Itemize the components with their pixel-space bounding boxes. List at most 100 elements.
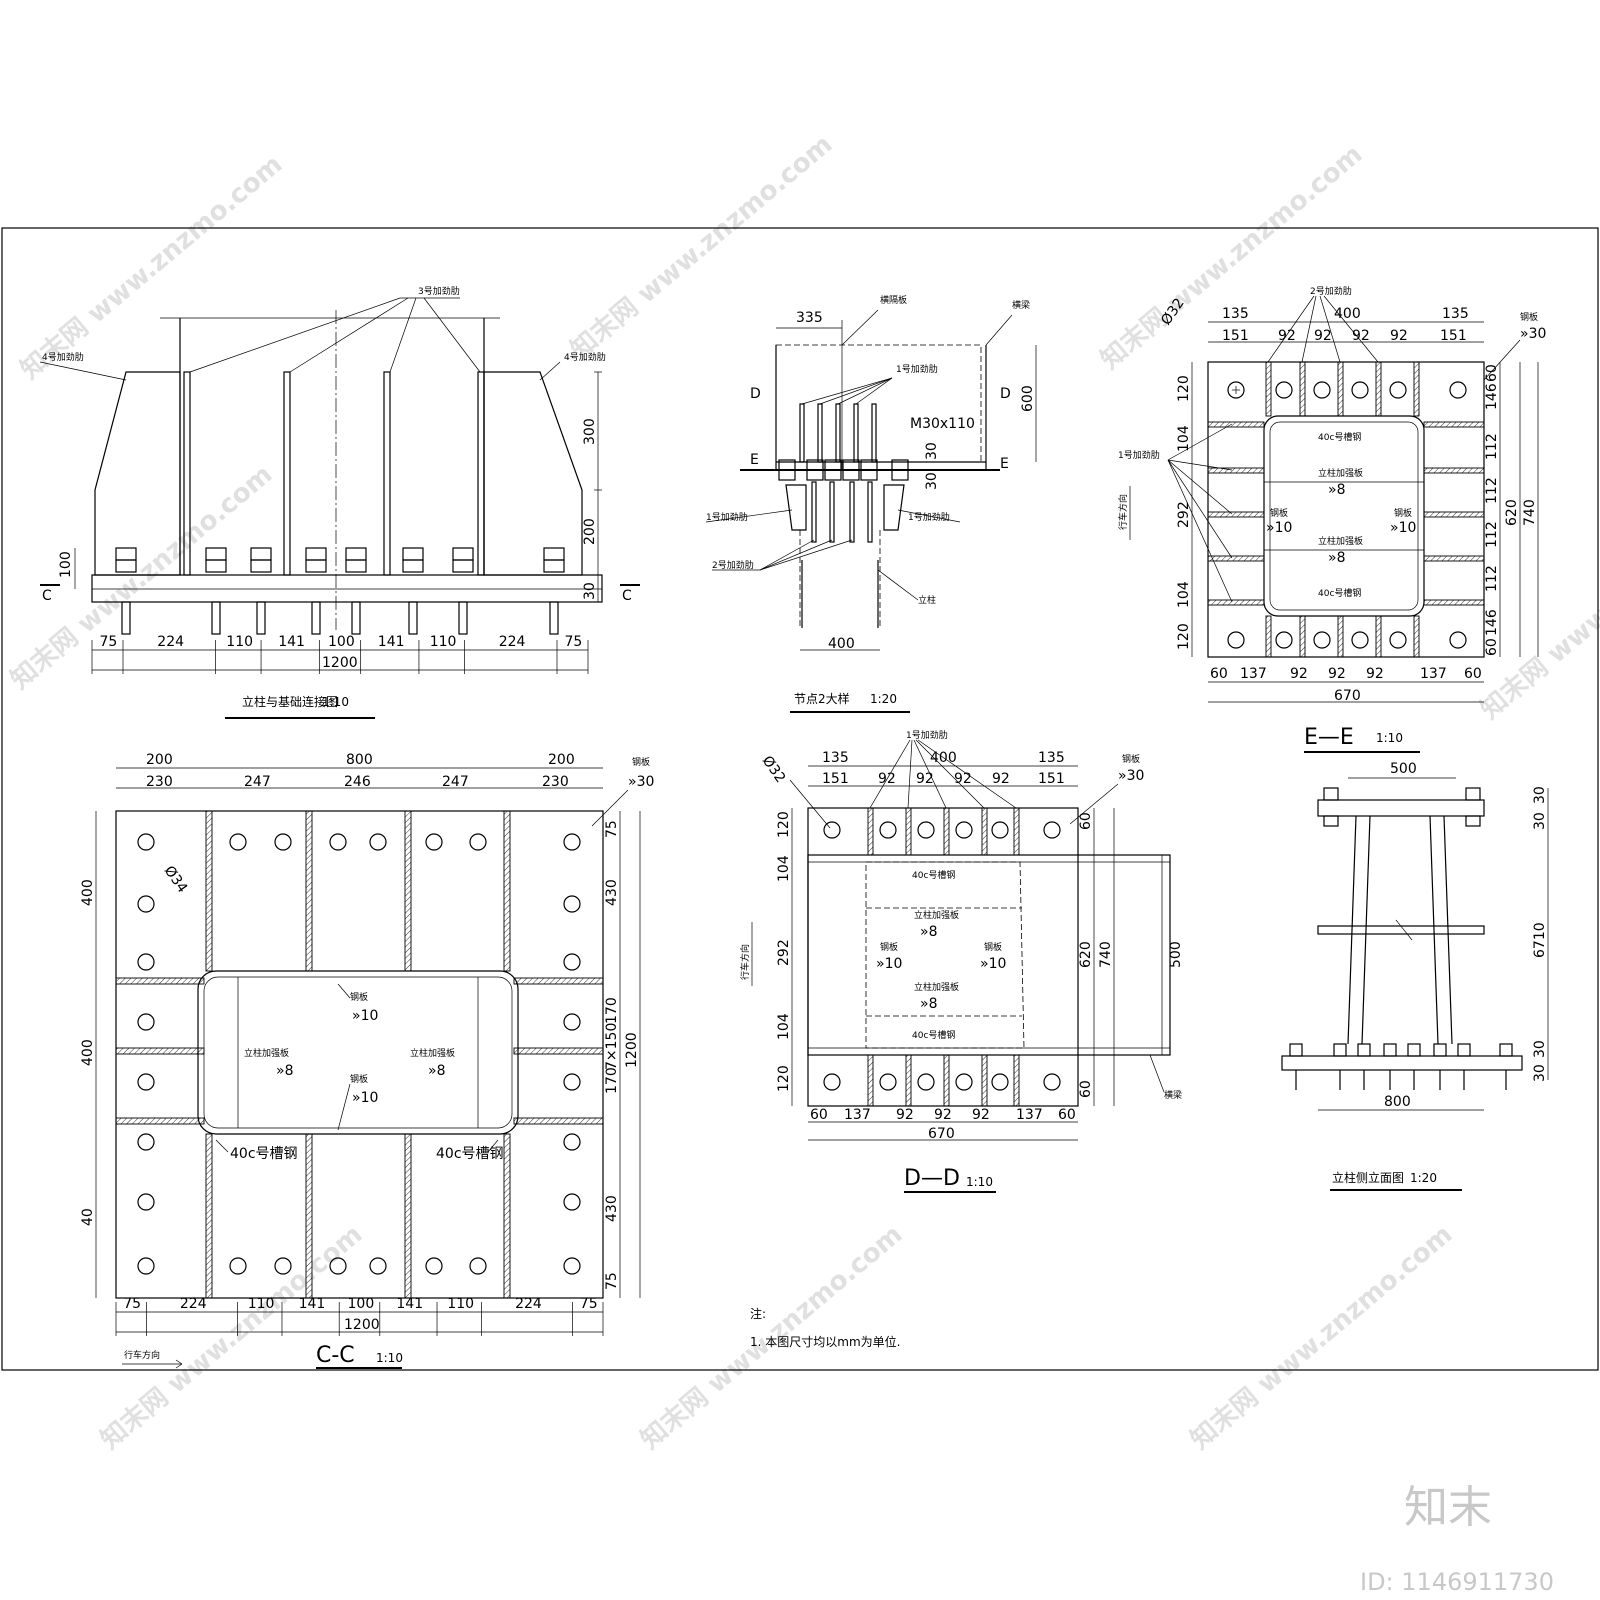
c-bottom-dim-6: 110 — [447, 1296, 474, 1312]
d-channel-bot: 40c号槽钢 — [912, 1029, 955, 1041]
d-b-60b: 60 — [1058, 1107, 1076, 1123]
d-b-137a: 137 — [844, 1107, 871, 1123]
d-b-92c: 92 — [972, 1107, 990, 1123]
c-bottom-dim-3: 141 — [299, 1296, 326, 1312]
e-top2-92d: 92 — [1390, 328, 1408, 344]
view3-scale: 1:10 — [1376, 731, 1403, 745]
e-steel-right: 钢板 — [1394, 507, 1412, 519]
d-l-120b: 120 — [776, 1065, 792, 1092]
view4-scale: 1:10 — [376, 1351, 403, 1365]
notes: 注: 1. 本图尺寸均以mm为单位. — [750, 1306, 900, 1349]
dim-30a: 30 — [924, 442, 940, 460]
d-r-60a: 60 — [1078, 812, 1094, 830]
side-r-30d: 30 — [1532, 1064, 1548, 1082]
watermark: 知末网 www.znzmo.com — [1185, 1219, 1458, 1455]
e-stiff-bot: 立柱加强板 — [1318, 535, 1363, 547]
d-steel-left: 钢板 — [880, 941, 898, 953]
e-b-92c: 92 — [1366, 666, 1384, 682]
c-l-400a: 400 — [80, 879, 96, 906]
c-bottom-dim-0: 75 — [123, 1296, 141, 1312]
d-rib1-label: 1号加劲肋 — [906, 729, 948, 741]
d-l-104b: 104 — [776, 1013, 792, 1040]
e-r-740: 740 — [1522, 499, 1538, 526]
dim-200: 200 — [582, 518, 598, 545]
anchor-bolts — [115, 547, 565, 573]
watermark: 知末网 www.znzmo.com — [565, 129, 838, 365]
e-channel-top: 40c号槽钢 — [1318, 431, 1361, 443]
e-t10-right: »10 — [1390, 520, 1416, 536]
e-top-135b: 135 — [1442, 306, 1469, 322]
d-l-292: 292 — [776, 939, 792, 966]
d-steel-right: 钢板 — [984, 941, 1002, 953]
e-t10-left: »10 — [1266, 520, 1292, 536]
d-b-92a: 92 — [896, 1107, 914, 1123]
view3-title: E—E — [1304, 725, 1354, 750]
c-bottom-dim-4: 100 — [348, 1296, 375, 1312]
watermark: 知末网 www.znzmo.com — [5, 459, 278, 695]
v1-bottom-dim-0: 75 — [100, 634, 118, 650]
c-plate-t: »30 — [628, 774, 654, 790]
e-plate-t: »30 — [1520, 326, 1546, 342]
v1-bottom-dim-7: 224 — [499, 634, 526, 650]
dim-30b: 30 — [924, 472, 940, 490]
dim-600: 600 — [1020, 385, 1036, 412]
c-channel-right: 40c号槽钢 — [436, 1146, 504, 1162]
c-top2-247b: 247 — [442, 774, 469, 790]
view-section-c: 200 800 200 230 247 246 247 230 钢板 »30 Ø… — [80, 752, 654, 1369]
dim-400: 400 — [828, 636, 855, 652]
d-beam-dim: 500 — [1168, 941, 1184, 968]
d-channel-top: 40c号槽钢 — [912, 869, 955, 881]
e-channel-bot: 40c号槽钢 — [1318, 587, 1361, 599]
c-top2-246: 246 — [344, 774, 371, 790]
d-dia: Ø32 — [759, 753, 789, 786]
rib1-label: 1号加劲肋 — [896, 363, 938, 375]
d-b-137b: 137 — [1016, 1107, 1043, 1123]
view-section-d: 135 400 135 151 92 92 92 92 151 1号加劲肋 Ø3… — [739, 729, 1184, 1193]
label-beam: 横梁 — [1012, 299, 1030, 311]
e-plate-label: 钢板 — [1520, 311, 1538, 323]
c-top-200b: 200 — [548, 752, 575, 768]
dim-335: 335 — [796, 310, 823, 326]
c-top2-230b: 230 — [542, 774, 569, 790]
e-b-92a: 92 — [1290, 666, 1308, 682]
rib4-left-label: 4号加劲肋 — [42, 351, 84, 363]
d-stiff-bot: 立柱加强板 — [914, 981, 959, 993]
total-1200: 1200 — [322, 655, 358, 671]
view5-title: D—D — [904, 1166, 960, 1191]
c-top2-247a: 247 — [244, 774, 271, 790]
c-top-200a: 200 — [146, 752, 173, 768]
e-rib2-label: 2号加劲肋 — [1310, 285, 1352, 297]
e-direction: 行车方向 — [1117, 494, 1129, 530]
e-b-60a: 60 — [1210, 666, 1228, 682]
v1-bottom-dim-5: 141 — [378, 634, 405, 650]
view1-scale: 1:10 — [322, 695, 349, 709]
dim-300: 300 — [582, 418, 598, 445]
note-head: 注: — [750, 1306, 766, 1321]
dim-100: 100 — [58, 551, 74, 578]
section-mark-c-left: C — [42, 588, 52, 604]
d-beam-label: 横梁 — [1164, 1089, 1182, 1101]
side-r-30c: 30 — [1532, 1040, 1548, 1058]
c-t10-bot: »10 — [352, 1090, 378, 1106]
rib4-right-label: 4号加劲肋 — [564, 351, 606, 363]
view2-title: 节点2大样 — [794, 691, 850, 706]
d-top2-151a: 151 — [822, 771, 849, 787]
d-r-740: 740 — [1098, 941, 1114, 968]
sheet-border — [1, 227, 1599, 1371]
rib1-left-label: 1号加劲肋 — [706, 511, 748, 523]
d-plate-t: »30 — [1118, 768, 1144, 784]
view-section-e: 135 400 135 151 92 92 92 92 151 2号加劲肋 Ø3… — [1117, 285, 1546, 753]
v1-bottom-dim-3: 141 — [278, 634, 305, 650]
view-column-side: 500 30 30 6710 30 30 800 立柱侧立面图 1:20 — [1281, 761, 1549, 1191]
d-top-135a: 135 — [822, 750, 849, 766]
d-b-60a: 60 — [810, 1107, 828, 1123]
sec-d-left: D — [750, 386, 761, 402]
d-r-620: 620 — [1078, 941, 1094, 968]
c-t10-top: »10 — [352, 1008, 378, 1024]
e-r-146a: 146 — [1484, 383, 1500, 410]
d-l-120a: 120 — [776, 811, 792, 838]
image-id: ID: 1146911730 — [1360, 1568, 1554, 1596]
e-r-620: 620 — [1504, 499, 1520, 526]
e-l-104b: 104 — [1176, 581, 1192, 608]
